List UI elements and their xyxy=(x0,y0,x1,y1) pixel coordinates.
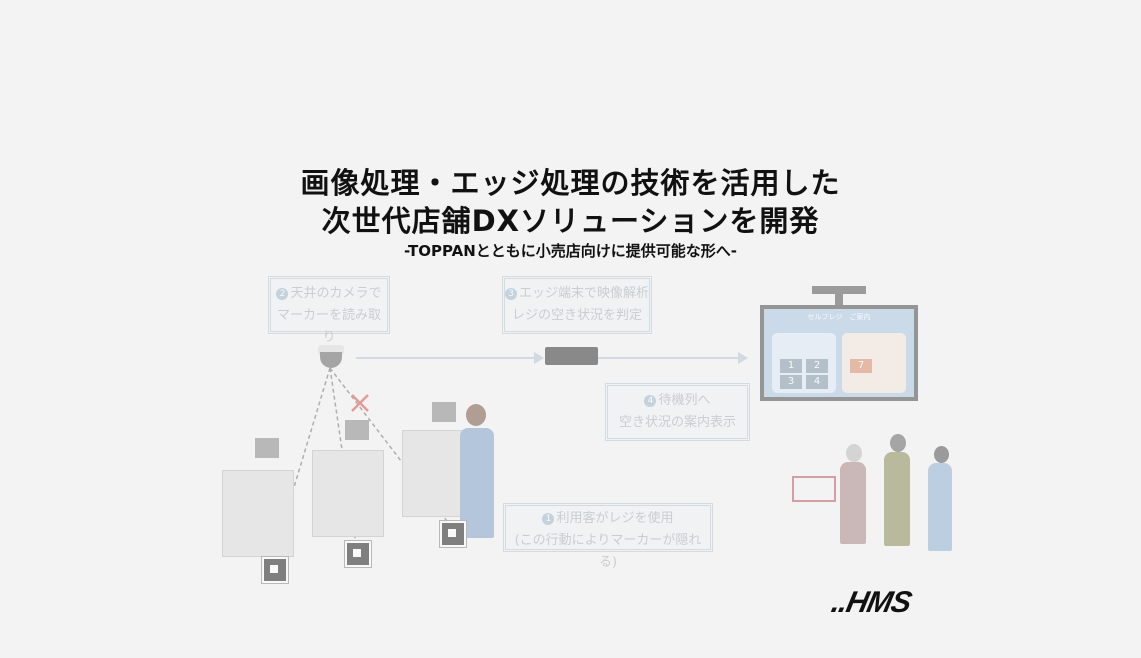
camera-mount xyxy=(318,345,344,355)
arrow-head-icon xyxy=(534,352,544,364)
register-tile: 1 xyxy=(780,359,802,373)
edge-device-icon xyxy=(545,347,598,365)
register-tile: 4 xyxy=(806,375,828,389)
kiosk-screen xyxy=(345,420,369,440)
shopper-head xyxy=(890,434,906,452)
shopper-figure xyxy=(840,462,866,544)
monitor-mount xyxy=(812,286,866,294)
step-text: エッジ端末で映像解析 xyxy=(519,286,650,301)
step-number: 1 xyxy=(542,513,555,525)
ceiling-camera-icon xyxy=(320,352,342,368)
shopping-cart-icon xyxy=(792,476,836,502)
step-text: マーカーを読み取り xyxy=(276,308,381,345)
hms-logo: ..HMS xyxy=(828,586,914,619)
monitor-right-panel: 7 xyxy=(842,333,906,393)
kiosk-screen xyxy=(255,438,279,458)
customer-figure xyxy=(460,428,494,538)
register-tile: 2 xyxy=(806,359,828,373)
step-text: 待機列へ xyxy=(658,393,711,408)
self-checkout-kiosk xyxy=(222,470,294,557)
kiosk-screen xyxy=(432,402,456,422)
step-number: 4 xyxy=(644,395,657,407)
guide-monitor: セルフレジ ご案内 1 2 3 4 7 xyxy=(760,305,918,401)
customer-head xyxy=(466,404,486,426)
qr-marker-icon xyxy=(262,557,288,583)
arrow-line xyxy=(356,357,536,359)
shopper-head xyxy=(846,444,862,462)
monitor-left-panel: 1 2 3 4 xyxy=(772,333,836,393)
self-checkout-kiosk xyxy=(312,450,384,537)
qr-marker-icon xyxy=(440,521,466,547)
subheadline: -TOPPANとともに小売店向けに提供可能な形へ- xyxy=(403,242,737,260)
monitor-title: セルフレジ ご案内 xyxy=(807,313,871,321)
headline-line-2: 次世代店舗DXソリューションを開発 xyxy=(321,204,820,238)
shopper-figure xyxy=(884,452,910,546)
step-text: 利用客がレジを使用 xyxy=(556,511,674,526)
shopper-figure xyxy=(928,463,952,551)
arrow-head-icon xyxy=(738,352,748,364)
register-tile: 7 xyxy=(850,359,872,373)
step-number: 3 xyxy=(505,288,517,300)
qr-marker-icon xyxy=(345,541,371,567)
monitor-mount xyxy=(835,294,843,306)
shopper-head xyxy=(934,446,949,463)
step-text: 空き状況の案内表示 xyxy=(618,415,736,430)
arrow-line xyxy=(598,357,740,359)
step-text: (この行動によりマーカーが隠れる) xyxy=(514,533,702,570)
step-text: 天井のカメラで xyxy=(290,286,382,301)
step-text: レジの空き状況を判定 xyxy=(511,308,642,323)
register-tile: 3 xyxy=(780,375,802,389)
step-number: 2 xyxy=(276,288,289,300)
headline-line-1: 画像処理・エッジ処理の技術を活用した xyxy=(300,166,841,200)
